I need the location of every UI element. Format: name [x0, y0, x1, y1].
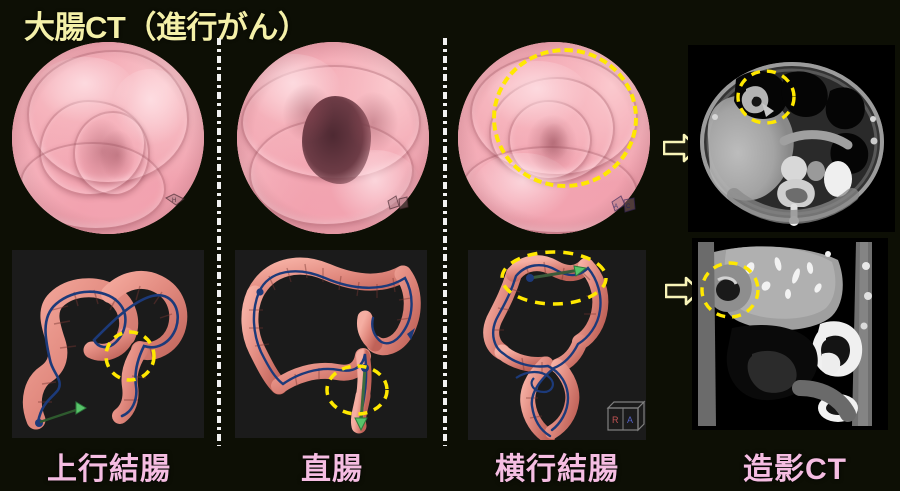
endoluminal-view-rectum[interactable] [237, 42, 429, 234]
colon-3d-render [241, 257, 421, 434]
virtual-colonoscopy-image [237, 42, 429, 234]
fold-shadow [100, 130, 135, 181]
lesion-marker-circle [500, 250, 608, 306]
orientation-marker-icon [387, 195, 409, 210]
caption-rectum: 直腸 [301, 453, 363, 486]
svg-text:A: A [627, 415, 633, 425]
fold-shadow [283, 84, 333, 142]
ct-axial-image [688, 45, 895, 232]
column-divider-2 [443, 38, 447, 446]
lesion-marker-circle [325, 364, 389, 416]
svg-text:R: R [612, 415, 619, 425]
surface-highlight [111, 68, 189, 146]
lesion-marker-circle [104, 330, 156, 382]
colon-3d-overview-rectum[interactable] [235, 250, 427, 438]
colon-3d-overview-ascending[interactable] [12, 250, 204, 438]
svg-text:H: H [172, 198, 176, 204]
ct-coronal-image [692, 238, 888, 430]
ct-axial-abdomen[interactable] [688, 45, 895, 232]
caption-transverse-colon: 横行結腸 [495, 453, 619, 486]
endoluminal-view-ascending-colon[interactable]: H [12, 42, 204, 234]
image-vignette [237, 42, 429, 234]
colon-3d-overview-transverse[interactable]: R A [468, 250, 646, 440]
fold-shadow [77, 118, 128, 185]
mucosal-fold [19, 141, 166, 231]
colon-3d-render [22, 270, 188, 430]
caption-contrast-ct: 造影CT [743, 453, 847, 486]
column-divider-1 [217, 38, 221, 446]
fold-shadow [348, 91, 399, 154]
lesion-marker-circle [492, 48, 638, 188]
page-title: 大腸CT（進行がん） [24, 10, 309, 45]
lesion-marker-circle [736, 69, 796, 125]
svg-text:C: C [626, 204, 631, 210]
ct-coronal-abdomen[interactable] [692, 238, 888, 430]
orientation-cube-icon: R A [606, 400, 646, 432]
orientation-marker-icon: H [165, 193, 185, 206]
colonic-lumen [302, 95, 372, 185]
caption-ascending-colon: 上行結腸 [47, 453, 171, 486]
endoluminal-view-transverse-colon[interactable]: A C [458, 42, 650, 234]
orientation-marker-icon: A C [611, 195, 636, 213]
svg-text:A: A [614, 204, 618, 210]
lesion-marker-circle [700, 261, 760, 319]
colon-3d-render: R A [483, 250, 646, 440]
